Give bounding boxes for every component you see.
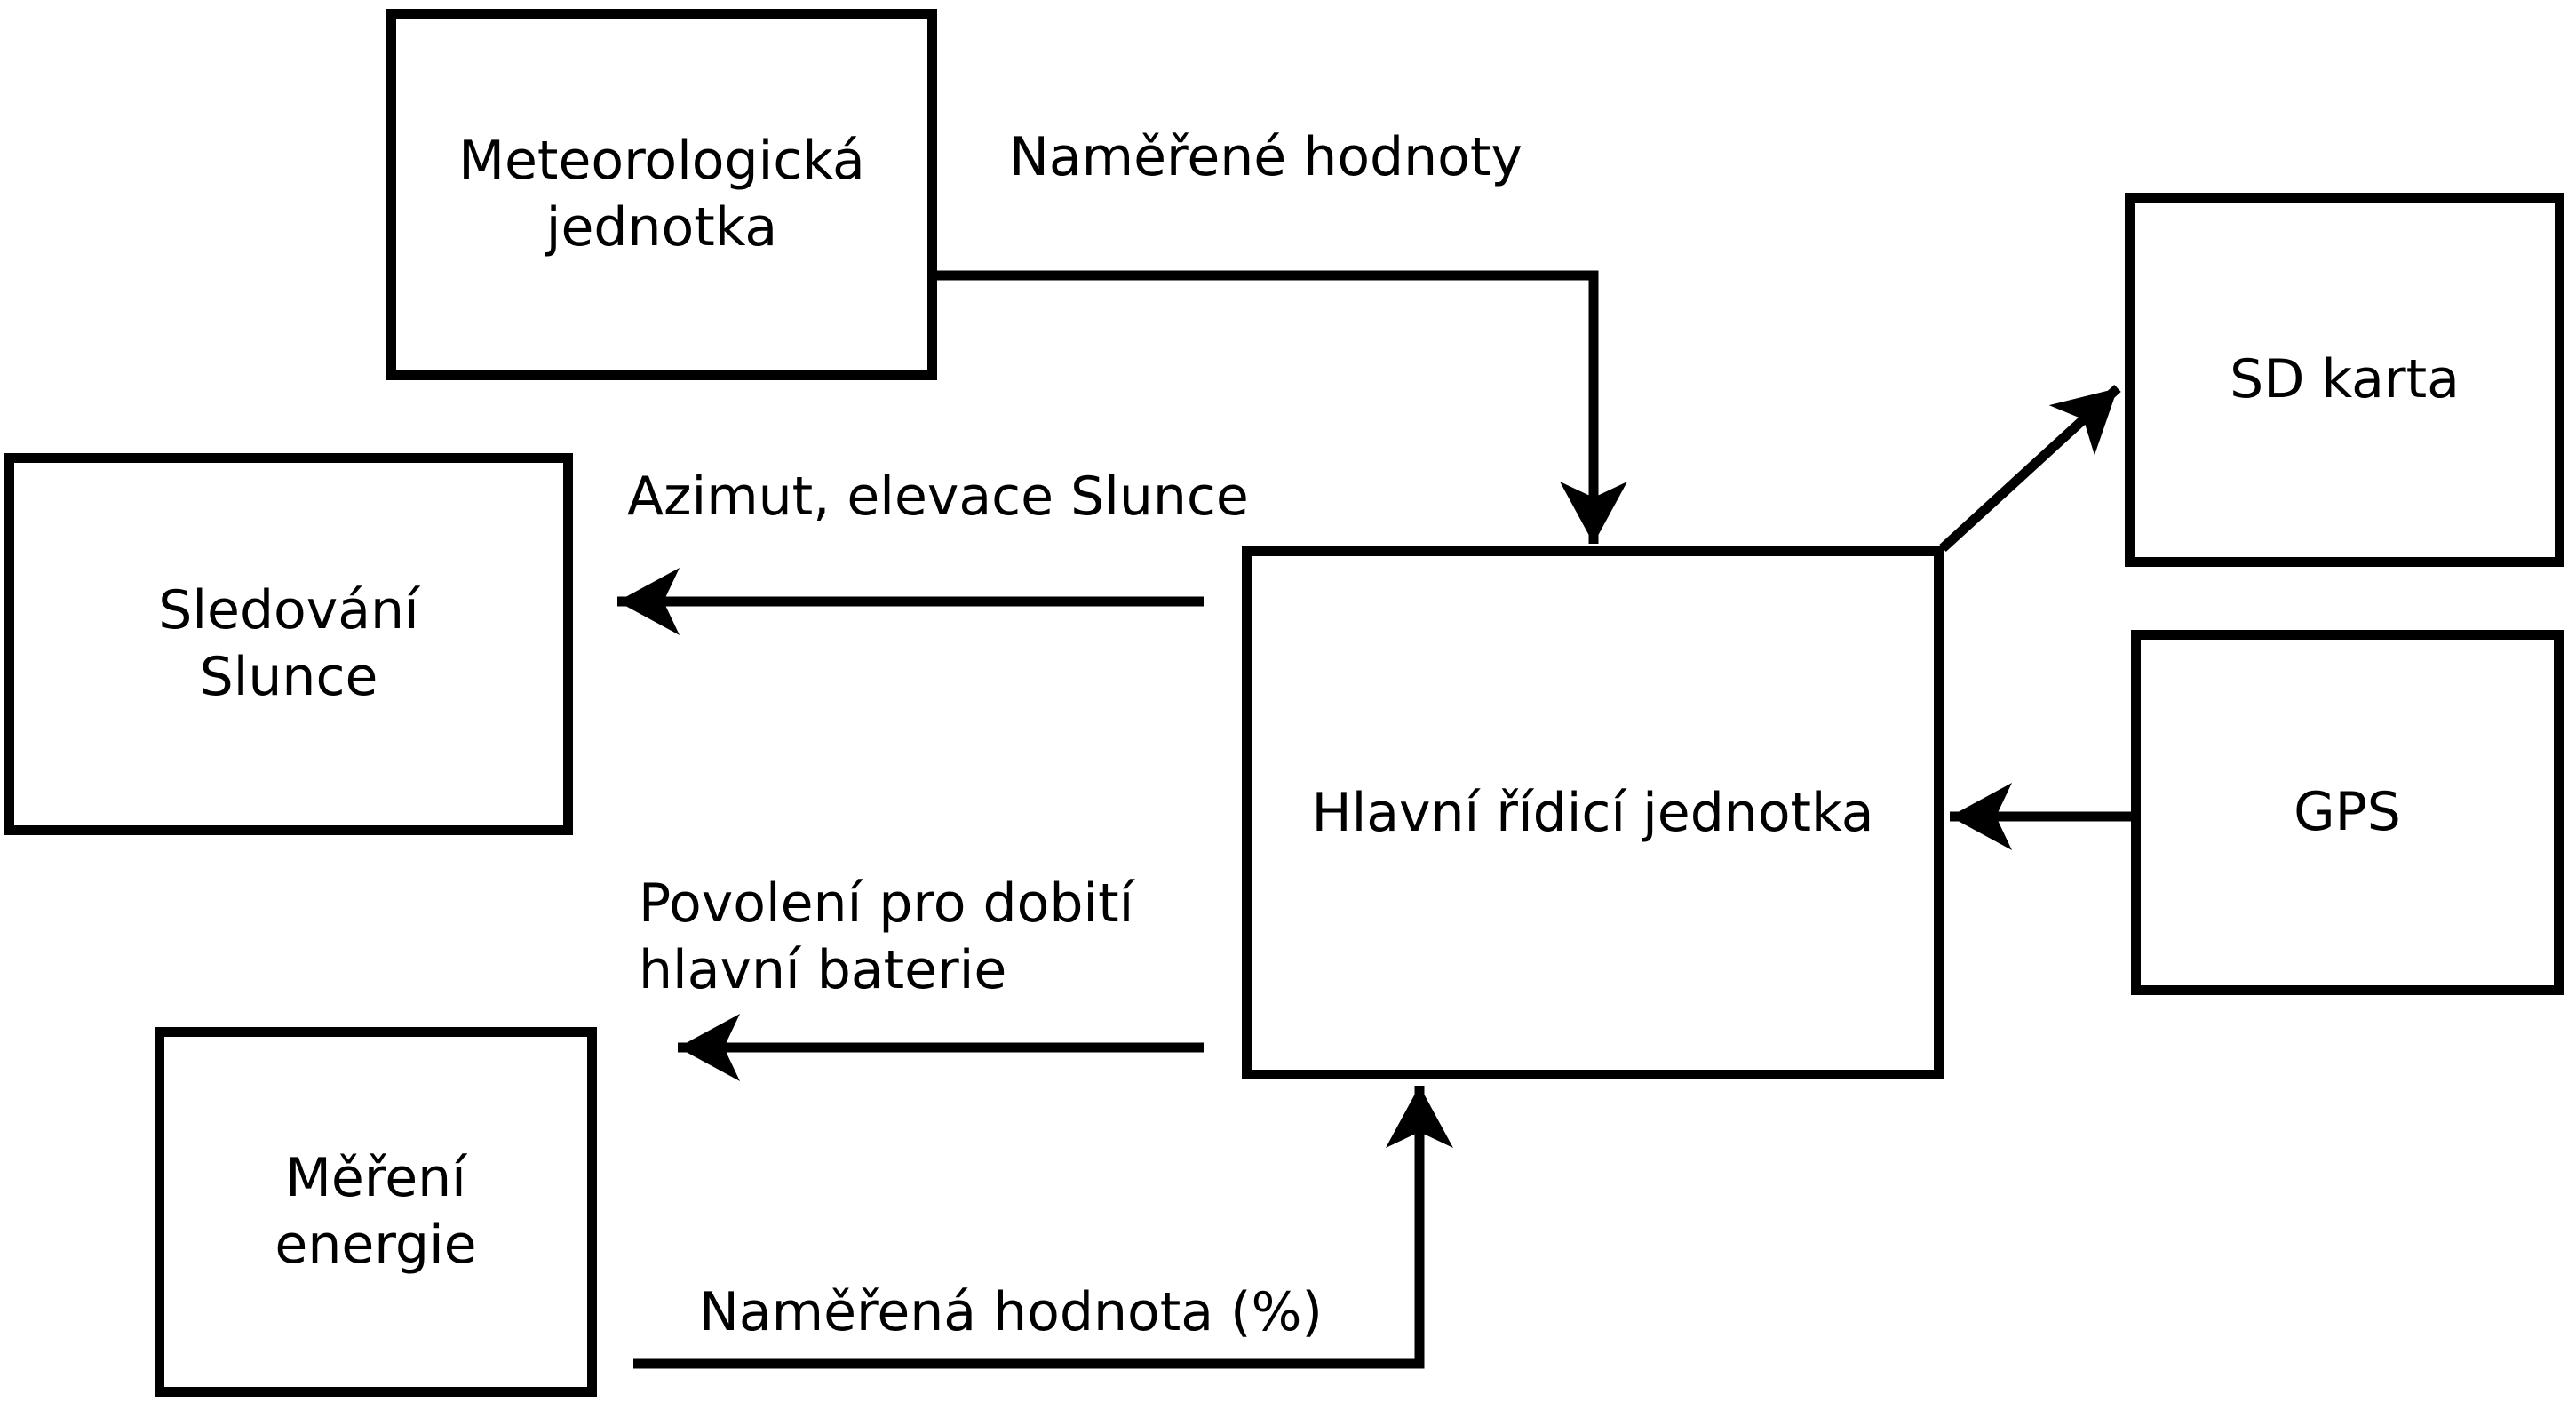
node-energy-measurement-label: Měření energie (274, 1147, 477, 1276)
edge-meteo-to-main-line (936, 270, 1627, 544)
edge-label-charge-permission: Povolení pro dobití hlavní baterie (639, 872, 1134, 1001)
node-energy-measurement: Měření energie (155, 1027, 597, 1397)
node-sun-tracking-label: Sledování Slunce (158, 579, 419, 708)
edge-energy-to-main-line (633, 1086, 1453, 1369)
node-main-control-unit: Hlavní řídicí jednotka (1242, 546, 1944, 1079)
node-meteo-unit: Meteorologická jednotka (386, 9, 937, 380)
node-gps: GPS (2131, 630, 2564, 995)
node-sun-tracking: Sledování Slunce (4, 453, 573, 835)
node-meteo-unit-label: Meteorologická jednotka (458, 130, 865, 259)
edge-label-azimuth-elevation: Azimut, elevace Slunce (627, 466, 1249, 528)
node-gps-label: GPS (2294, 781, 2401, 843)
edge-label-measured-percent: Naměřená hodnota (%) (699, 1281, 1323, 1343)
node-sd-card: SD karta (2125, 193, 2564, 567)
edge-label-measured-values: Naměřené hodnoty (1009, 126, 1523, 188)
node-main-control-unit-label: Hlavní řídicí jednotka (1311, 781, 1874, 844)
node-sd-card-label: SD karta (2230, 348, 2460, 410)
edge-main-to-sd-card-line (1939, 384, 2121, 553)
